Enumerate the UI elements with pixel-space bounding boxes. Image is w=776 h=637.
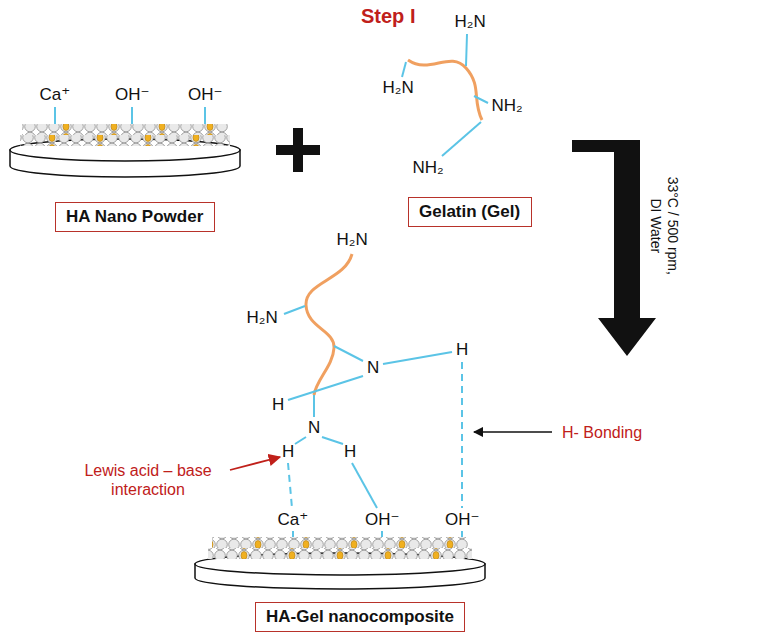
figure-title: Step I (361, 5, 415, 28)
chem-group: H₂N (247, 308, 278, 328)
ion-label: Ca⁺ (278, 510, 309, 530)
pointer-arrow (230, 457, 280, 470)
annotation: Lewis acid – base interaction (73, 461, 223, 499)
box-label: HA-Gel nanocomposite (266, 606, 454, 627)
bond-lines (55, 107, 205, 124)
ion-label: OH⁻ (188, 85, 222, 105)
reaction-arrow (572, 140, 656, 356)
chem-group: H (272, 395, 284, 415)
label-box: HA Nano Powder (55, 202, 215, 232)
chem-group: H (344, 442, 356, 462)
ion-label: OH⁻ (445, 510, 479, 530)
box-label: Gelatin (Gel) (419, 201, 521, 222)
label-box: HA-Gel nanocomposite (255, 602, 465, 632)
chem-group: NH₂ (492, 96, 523, 116)
petri-dish (10, 124, 240, 177)
ion-label: OH⁻ (365, 510, 399, 530)
ion-label: OH⁻ (115, 85, 149, 105)
gelatin-chain (408, 60, 482, 120)
chem-group: NH₂ (413, 158, 444, 178)
box-label: HA Nano Powder (66, 206, 204, 227)
chem-group: N (367, 358, 379, 378)
chem-group: N (308, 418, 320, 438)
pointer-arrow (474, 431, 552, 433)
condition-label: 33°C / 500 rpm, DI Water (647, 170, 681, 282)
plus-symbol (276, 128, 320, 172)
chem-group: H (282, 442, 294, 462)
dashed-bond (288, 362, 462, 508)
ion-label: Ca⁺ (40, 85, 71, 105)
annotation: H- Bonding (562, 423, 642, 442)
chem-group: H₂N (337, 230, 368, 250)
chem-group: H₂N (455, 12, 486, 32)
gelatin-chain (306, 254, 352, 395)
label-box: Gelatin (Gel) (408, 197, 532, 227)
chem-group: H (456, 340, 468, 360)
chem-group: H₂N (383, 78, 414, 98)
bond-lines (402, 34, 488, 156)
petri-dish (195, 537, 485, 589)
bond-lines (284, 306, 462, 537)
